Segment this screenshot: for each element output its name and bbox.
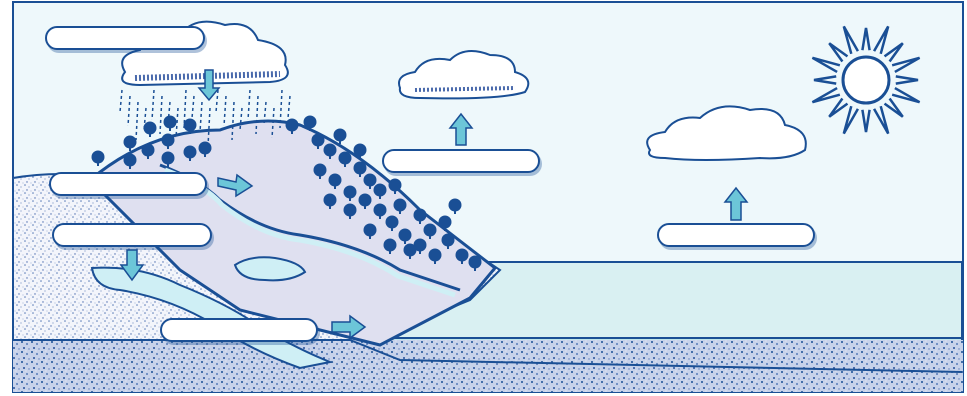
label-box-precipitation[interactable] — [45, 26, 205, 50]
bedrock — [13, 340, 963, 392]
label-box-groundwater-flow[interactable] — [160, 318, 318, 342]
label-box-runoff[interactable] — [49, 172, 207, 196]
label-box-evaporation[interactable] — [657, 223, 815, 247]
label-box-infiltration[interactable] — [52, 223, 212, 247]
label-box-transpiration[interactable] — [382, 149, 540, 173]
